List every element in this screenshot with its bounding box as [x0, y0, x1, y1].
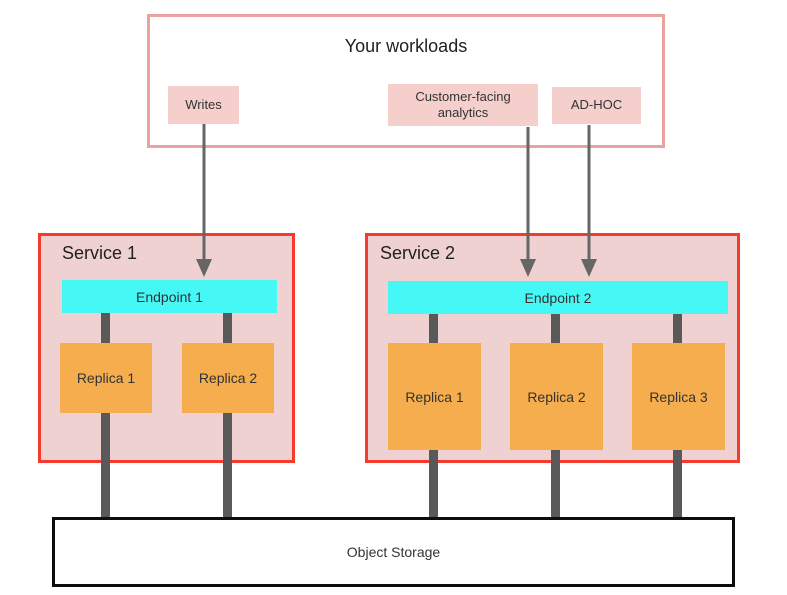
service-2-replica-2-box: Replica 2	[510, 343, 603, 450]
workload-writes-box: Writes	[168, 86, 239, 124]
workload-customer-facing-analytics-box: Customer-facing analytics	[388, 84, 538, 126]
connector-s1-replica1-storage	[101, 413, 110, 520]
connector-s1-endpoint-replica1	[101, 313, 110, 344]
connector-s2-replica3-storage	[673, 450, 682, 520]
connector-s2-endpoint-replica3	[673, 314, 682, 344]
service-1-replica-2-label: Replica 2	[198, 370, 258, 386]
service-2-replica-3-label: Replica 3	[649, 388, 708, 405]
connector-s2-endpoint-replica1	[429, 314, 438, 344]
service-2-replica-2-label: Replica 2	[527, 388, 586, 405]
workloads-title: Your workloads	[344, 36, 468, 56]
service-1-replica-2-box: Replica 2	[182, 343, 274, 413]
service-1-endpoint-bar: Endpoint 1	[62, 280, 277, 313]
service-2-endpoint-label: Endpoint 2	[524, 289, 592, 306]
service-2-endpoint-bar: Endpoint 2	[388, 281, 728, 314]
connector-s1-endpoint-replica2	[223, 313, 232, 344]
workload-writes-label: Writes	[185, 96, 222, 112]
connector-s2-endpoint-replica2	[551, 314, 560, 344]
workload-adhoc-box: AD-HOC	[552, 87, 641, 124]
service-2-replica-3-box: Replica 3	[632, 343, 725, 450]
service-2-replica-1-label: Replica 1	[405, 388, 464, 405]
service-1-endpoint-label: Endpoint 1	[136, 288, 203, 305]
workloads-group-box	[147, 14, 665, 148]
connector-s1-replica2-storage	[223, 413, 232, 520]
connector-s2-replica1-storage	[429, 450, 438, 520]
service-1-replica-1-box: Replica 1	[60, 343, 152, 413]
connector-s2-replica2-storage	[551, 450, 560, 520]
service-1-replica-1-label: Replica 1	[76, 370, 136, 386]
service-1-title: Service 1	[62, 243, 138, 263]
workload-adhoc-label: AD-HOC	[570, 97, 623, 113]
service-2-title: Service 2	[380, 243, 456, 263]
object-storage-label: Object Storage	[346, 544, 441, 560]
object-storage-box: Object Storage	[52, 517, 735, 587]
workload-customer-facing-analytics-label: Customer-facing analytics	[415, 88, 511, 120]
service-2-replica-1-box: Replica 1	[388, 343, 481, 450]
